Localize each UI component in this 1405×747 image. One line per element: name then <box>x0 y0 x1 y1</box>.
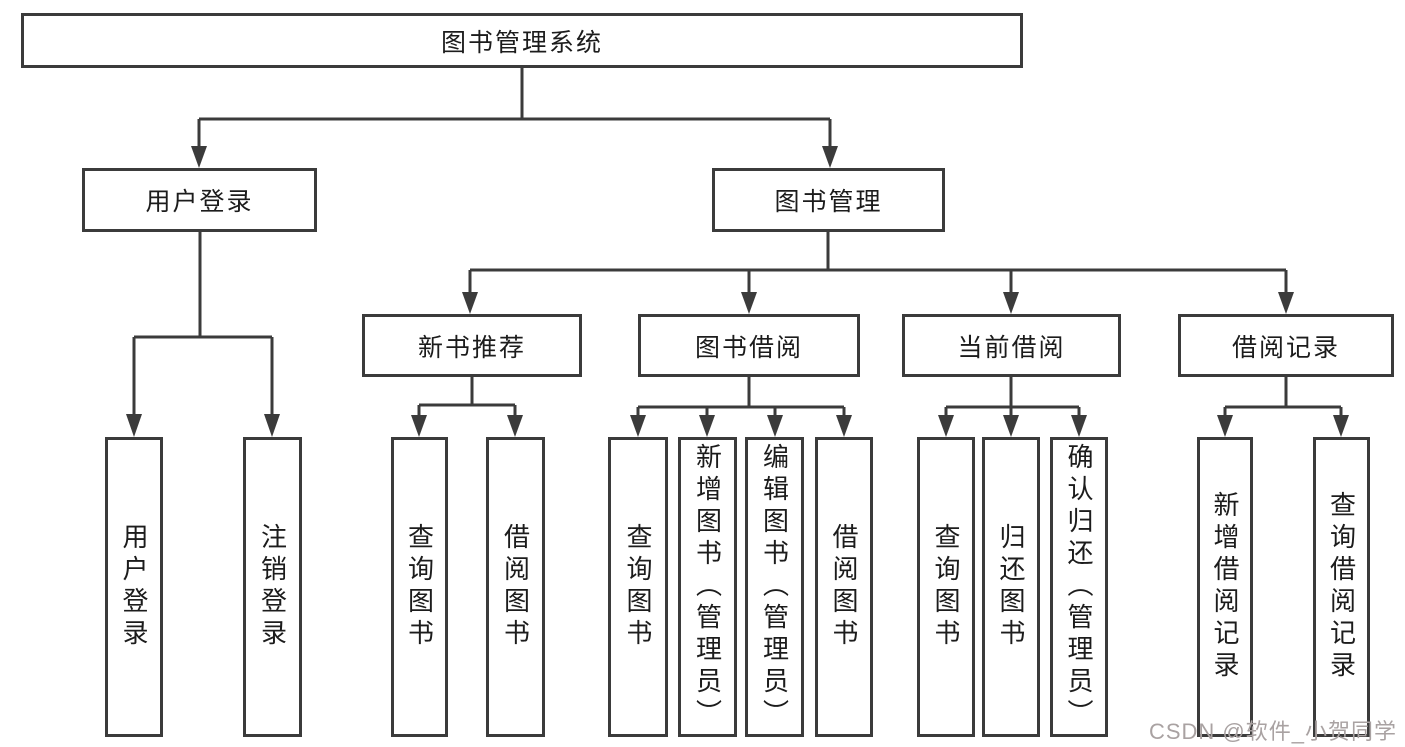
leaf-label: 确认归还（管理员） <box>1064 443 1094 731</box>
arrowheads <box>126 146 1349 437</box>
leaf-label: 查询图书 <box>623 523 653 651</box>
leaf-label: 借阅图书 <box>829 523 859 651</box>
leaf-user-login: 用户登录 <box>105 437 163 737</box>
node-label: 新书推荐 <box>417 333 526 362</box>
leaf-label: 查询图书 <box>931 523 961 651</box>
leaf-current-confirm-return-admin: 确认归还（管理员） <box>1050 437 1108 737</box>
leaf-borrowing-add-books-admin: 新增图书（管理员） <box>678 437 737 737</box>
node-label: 图书借阅 <box>694 333 803 362</box>
node-current-borrowing: 当前借阅 <box>902 314 1121 377</box>
leaf-label: 查询借阅记录 <box>1326 491 1357 683</box>
leaf-label: 新增借阅记录 <box>1210 491 1240 683</box>
leaf-borrowing-edit-books-admin: 编辑图书（管理员） <box>745 437 804 737</box>
node-borrowing-records: 借阅记录 <box>1178 314 1394 377</box>
leaf-label: 查询图书 <box>404 523 435 651</box>
node-label: 借阅记录 <box>1231 333 1340 362</box>
leaf-label: 归还图书 <box>996 523 1026 651</box>
node-user-login: 用户登录 <box>82 168 317 232</box>
leaf-borrowing-borrow-books: 借阅图书 <box>815 437 873 737</box>
leaf-label: 新增图书（管理员） <box>692 443 723 731</box>
leaf-label: 注销登录 <box>257 523 288 651</box>
leaf-current-query-books: 查询图书 <box>917 437 975 737</box>
leaf-label: 用户登录 <box>119 523 149 651</box>
node-label: 图书管理 <box>774 188 883 216</box>
leaf-borrowing-query-books: 查询图书 <box>608 437 668 737</box>
leaf-label: 编辑图书（管理员） <box>759 443 790 731</box>
leaf-newbook-borrow-books: 借阅图书 <box>486 437 545 737</box>
leaf-label: 借阅图书 <box>500 523 531 651</box>
node-label: 图书管理系统 <box>440 28 603 57</box>
node-library-system: 图书管理系统 <box>21 13 1023 68</box>
csdn-watermark: CSDN @软件_小贺同学 <box>1148 719 1397 744</box>
leaf-records-query-record: 查询借阅记录 <box>1313 437 1370 737</box>
leaf-newbook-query-books: 查询图书 <box>391 437 448 737</box>
node-label: 用户登录 <box>145 188 254 216</box>
node-book-borrowing: 图书借阅 <box>638 314 860 377</box>
leaf-current-return-books: 归还图书 <box>982 437 1040 737</box>
node-book-management: 图书管理 <box>712 168 945 232</box>
leaf-records-add-record: 新增借阅记录 <box>1197 437 1253 737</box>
leaf-logout: 注销登录 <box>243 437 302 737</box>
node-new-book-recommendation: 新书推荐 <box>362 314 582 377</box>
node-label: 当前借阅 <box>957 333 1066 362</box>
